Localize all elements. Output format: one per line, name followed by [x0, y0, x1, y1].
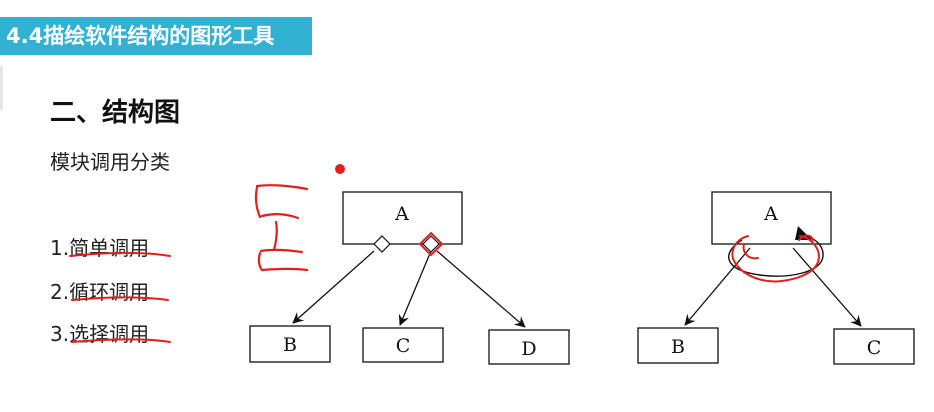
slide-title-banner: 4.4描绘软件结构的图形工具	[0, 17, 312, 55]
call-arrow-a-to-d	[436, 250, 526, 328]
module-label-a: A	[394, 203, 409, 225]
module-label-b: B	[283, 334, 297, 356]
control-couple-diamond	[422, 235, 440, 253]
module-box-a	[342, 191, 463, 245]
module-label-d: D	[521, 338, 536, 360]
module-label-c: C	[396, 335, 411, 357]
call-arrow-a-to-c	[792, 247, 862, 327]
call-type-underlines	[69, 251, 171, 343]
diagram-loop-call: A B C	[637, 191, 915, 365]
call-arrow-a-to-c	[398, 250, 432, 326]
loop-symbol	[728, 233, 824, 277]
call-arrow-a-to-b	[684, 247, 751, 326]
module-box-c	[362, 327, 444, 363]
call-type-select: 3.选择调用	[50, 322, 150, 346]
handwritten-annotation	[254, 184, 309, 272]
module-box-c	[833, 328, 915, 365]
slide-edge-mark	[0, 66, 3, 110]
loop-ink-highlight	[731, 234, 820, 283]
module-label-a: A	[763, 203, 778, 225]
call-type-loop: 2.循环调用	[50, 280, 150, 304]
call-arrow-a-to-b	[292, 250, 375, 324]
underline-simple-call	[69, 251, 171, 257]
underline-select-call	[71, 338, 171, 343]
module-box-a	[711, 191, 832, 245]
module-label-c: C	[867, 337, 882, 359]
diamond-ink-highlight	[418, 231, 444, 257]
module-box-b	[249, 325, 331, 363]
section-subtitle: 模块调用分类	[50, 150, 170, 174]
module-box-b	[637, 327, 719, 364]
data-couple-diamond	[373, 235, 391, 253]
section-heading: 二、结构图	[50, 98, 181, 128]
module-label-b: B	[671, 336, 685, 358]
diagram-simple-call: A B C D	[249, 191, 570, 365]
underline-loop-call	[71, 296, 169, 301]
module-box-d	[488, 329, 570, 365]
call-type-simple: 1.简单调用	[50, 236, 150, 260]
red-pointer-dot	[335, 164, 345, 174]
